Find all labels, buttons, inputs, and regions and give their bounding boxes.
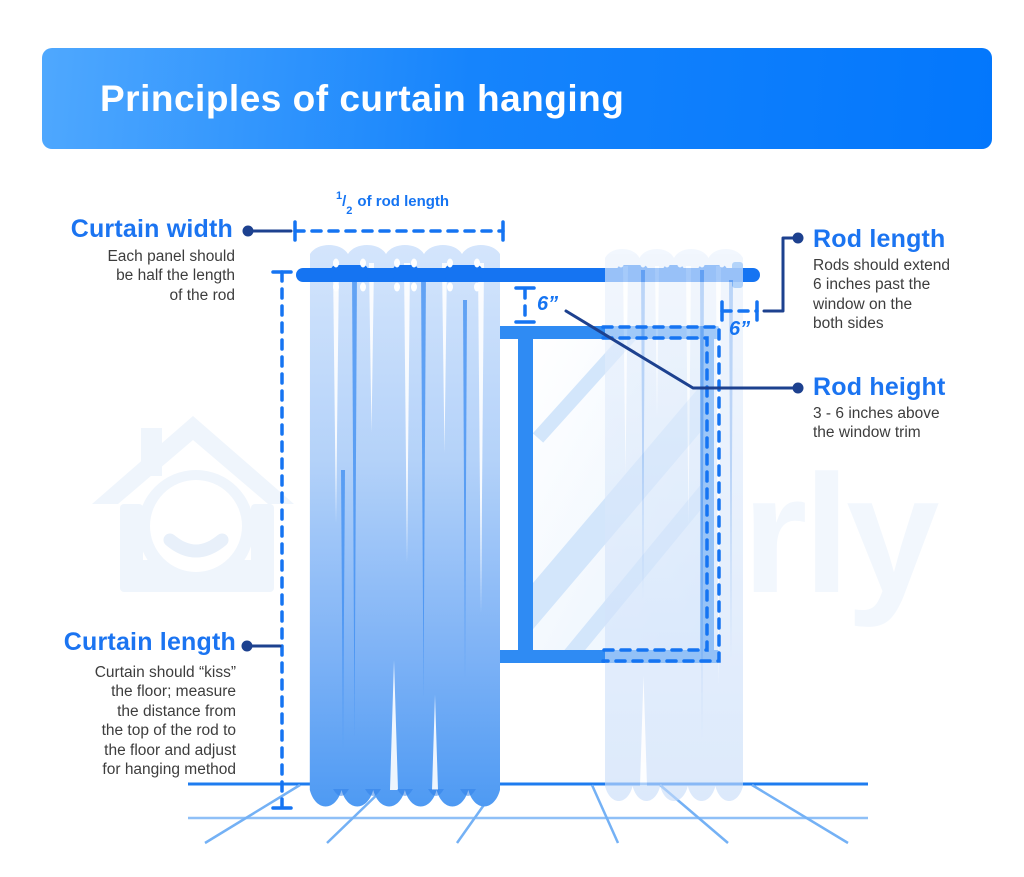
brand-watermark: rly (92, 416, 943, 628)
connector-dots (241, 225, 804, 652)
rod-height-title: Rod height (813, 373, 946, 401)
rod-gap-measurement-value: 6” (537, 293, 559, 315)
text-line: Curtain should “kiss” (94, 664, 236, 681)
curtain-length-description: Curtain should “kiss” the floor; measure… (64, 663, 236, 779)
fraction-slash: / (342, 193, 347, 210)
text-line: the floor and adjust (104, 741, 236, 759)
rod-length-description: Rods should extend 6 inches past the win… (813, 256, 950, 334)
floor (188, 782, 868, 845)
text-line: of the rod (169, 286, 236, 304)
text-line: 3 - 6 inches above (813, 405, 940, 422)
curtain-length-title: Curtain length (63, 628, 236, 656)
text-line: 6 inches past the (813, 276, 931, 294)
curtain-width-description: Each panel should be half the length of … (70, 247, 235, 305)
rod-height-description: 3 - 6 inches above the window trim (813, 404, 940, 443)
rod-height-connector (564, 309, 795, 390)
watermark-smile-icon (163, 533, 229, 558)
rod-zone-outline-outer (601, 325, 721, 663)
tab-stitch-dots (333, 258, 480, 292)
curtain-left-highlights (333, 263, 484, 790)
measure-end-ticks (271, 220, 759, 810)
rod-length-connector (762, 236, 795, 313)
brand-watermark-text: rly (742, 440, 939, 628)
text-line: the window trim (813, 424, 921, 442)
curtain-left-panel (309, 245, 500, 807)
fraction-numerator: 1 (336, 190, 343, 202)
text-line: Rods should extend (813, 257, 951, 274)
rod-extension-measurement-value: 6” (729, 318, 751, 340)
callout-connectors (241, 225, 804, 652)
page-title: Principles of curtain hanging (100, 77, 625, 119)
header-banner: Principles of curtain hanging (42, 48, 992, 149)
floor-perspective-lines (204, 783, 849, 845)
curtain-left-hem-shadows (333, 789, 476, 796)
fraction-denominator: 2 (346, 205, 353, 217)
text-line: the floor; measure (111, 683, 236, 701)
rod-zone-outline-inner (601, 336, 709, 652)
text-line: both sides (813, 315, 884, 333)
text-line: the distance from (117, 702, 236, 720)
watermark-bubble (150, 480, 242, 572)
text-line: for hanging method (102, 761, 236, 779)
fraction-caption: of rod length (357, 193, 450, 210)
text-line: Each panel should (107, 248, 235, 265)
measurement-lines (271, 220, 759, 810)
text-line: window on the (813, 295, 913, 313)
curtain-left-tabs (331, 258, 482, 292)
curtain-left-folds (341, 268, 467, 750)
half-rod-length-label: 1/2 of rod length (336, 190, 450, 217)
text-line: the top of the rod to (101, 722, 236, 740)
rod-length-title: Rod length (813, 225, 946, 253)
curtain-width-title: Curtain width (70, 215, 233, 243)
curtain-sheer-panel (605, 249, 743, 801)
text-line: be half the length (116, 267, 235, 285)
